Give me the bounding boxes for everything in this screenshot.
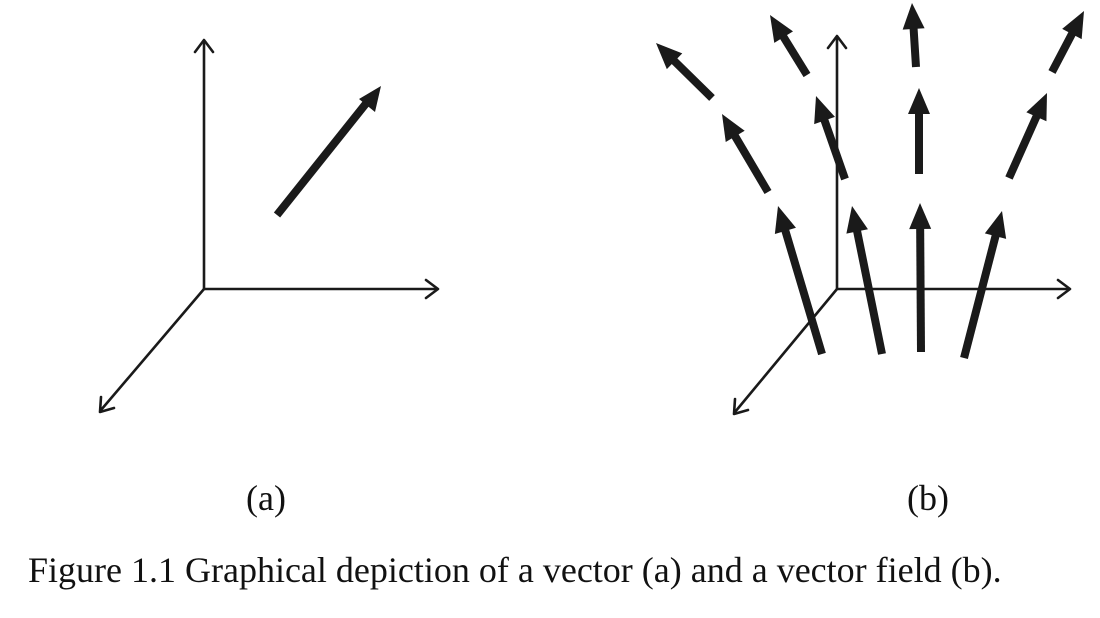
figure-caption: Figure 1.1 Graphical depiction of a vect…: [28, 550, 1002, 590]
field-arrow-shaft-2: [852, 228, 886, 355]
field-arrow-shaft-10: [779, 33, 811, 78]
field-arrowhead-11: [902, 3, 925, 30]
vector-arrow-shaft: [273, 98, 372, 218]
field-arrow-shaft-6: [820, 117, 849, 181]
panel-b-z-axis-arrowhead: [826, 34, 848, 50]
field-arrowhead-5: [722, 114, 745, 142]
field-arrowhead-3: [909, 203, 932, 230]
panel-a-diagram: [98, 38, 440, 414]
field-arrowhead-7: [908, 88, 930, 114]
panel-a-x-axis: [100, 288, 205, 411]
panel-a-label: (a): [246, 478, 286, 518]
field-arrow-shaft-4: [960, 233, 1000, 360]
field-arrowhead-9: [656, 43, 683, 70]
field-arrow-shaft-5: [730, 132, 772, 195]
panel-b-diagram: [656, 3, 1084, 416]
panel-a-z-axis-arrowhead: [193, 38, 215, 54]
field-arrowhead-10: [770, 15, 794, 43]
panel-b-x-axis-arrowhead: [732, 397, 750, 416]
figure-canvas: [98, 3, 1084, 416]
field-arrowhead-1: [774, 206, 796, 235]
field-arrow-shaft-12: [1048, 30, 1077, 74]
field-arrow-shaft-3: [916, 226, 925, 353]
field-arrow-shaft-9: [670, 56, 715, 101]
field-arrowhead-6: [814, 96, 835, 125]
field-arrowhead-4: [984, 211, 1007, 239]
panel-a-x-axis-arrowhead: [98, 395, 116, 414]
panel-b-x-axis: [733, 288, 839, 413]
field-arrow-shaft-11: [909, 26, 920, 68]
panel-a-y-axis-arrowhead: [424, 278, 440, 300]
vector-field: [656, 3, 1084, 360]
field-arrow-shaft-1: [781, 227, 826, 356]
vector-arrowhead: [359, 86, 381, 112]
panel-b-label: (b): [907, 478, 949, 518]
field-arrowhead-8: [1026, 93, 1047, 122]
panel-a-axes: [98, 38, 440, 414]
panel-a-vector: [273, 86, 381, 218]
field-arrowhead-2: [846, 206, 868, 234]
panel-b-y-axis-arrowhead: [1056, 278, 1072, 300]
field-arrowhead-12: [1062, 11, 1084, 40]
field-arrow-shaft-8: [1005, 113, 1041, 180]
